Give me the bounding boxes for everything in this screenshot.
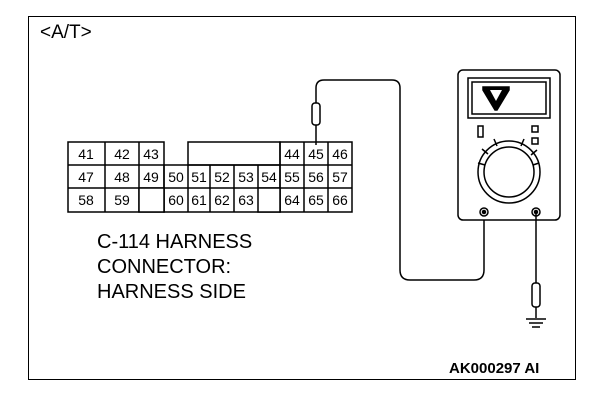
pin-label: 57	[332, 169, 348, 185]
pin-label: 48	[114, 169, 130, 185]
pin-label-probed: 45	[308, 146, 324, 162]
pin-label: 61	[191, 192, 207, 208]
connector-description-line: HARNESS SIDE	[97, 281, 246, 303]
pin-label: 47	[78, 169, 94, 185]
pin-label: 44	[284, 146, 300, 162]
connector-description-line: CONNECTOR:	[97, 256, 232, 278]
positive-probe	[311, 79, 485, 281]
selector-dial	[477, 138, 541, 204]
pin-label: 50	[168, 169, 184, 185]
pin-label: 43	[143, 146, 159, 162]
pin-label: 49	[143, 169, 159, 185]
figure-id: AK000297 AI	[449, 360, 540, 377]
pin-label: 64	[284, 192, 300, 208]
ground-symbol-icon	[526, 318, 546, 328]
connector-description: C-114 HARNESS CONNECTOR: HARNESS SIDE	[97, 230, 252, 305]
pin-label: 41	[78, 146, 94, 162]
connector-pin-labels: 41 42 43 44 45 46 47 48 49 50 51 52 53 5…	[78, 146, 348, 208]
voltage-symbol-icon	[482, 86, 510, 111]
pin-label: 55	[284, 169, 300, 185]
pin-label: 59	[114, 192, 130, 208]
pin-label: 63	[238, 192, 254, 208]
pin-label: 58	[78, 192, 94, 208]
diagram-frame	[28, 16, 576, 380]
connector-c-114	[67, 141, 353, 213]
pin-label: 53	[238, 169, 254, 185]
negative-probe	[531, 212, 541, 318]
pin-label: 42	[114, 146, 130, 162]
pin-label: 60	[168, 192, 184, 208]
connector-description-line: C-114 HARNESS	[97, 231, 253, 253]
pin-label: 52	[214, 169, 230, 185]
transmission-type-label: <A/T>	[40, 22, 92, 43]
pin-label: 56	[308, 169, 324, 185]
pin-label: 66	[332, 192, 348, 208]
voltmeter	[457, 69, 561, 221]
pin-label: 62	[214, 192, 230, 208]
pin-label: 65	[308, 192, 324, 208]
pin-label: 46	[332, 146, 348, 162]
pin-label: 51	[191, 169, 207, 185]
pin-label: 54	[261, 169, 277, 185]
